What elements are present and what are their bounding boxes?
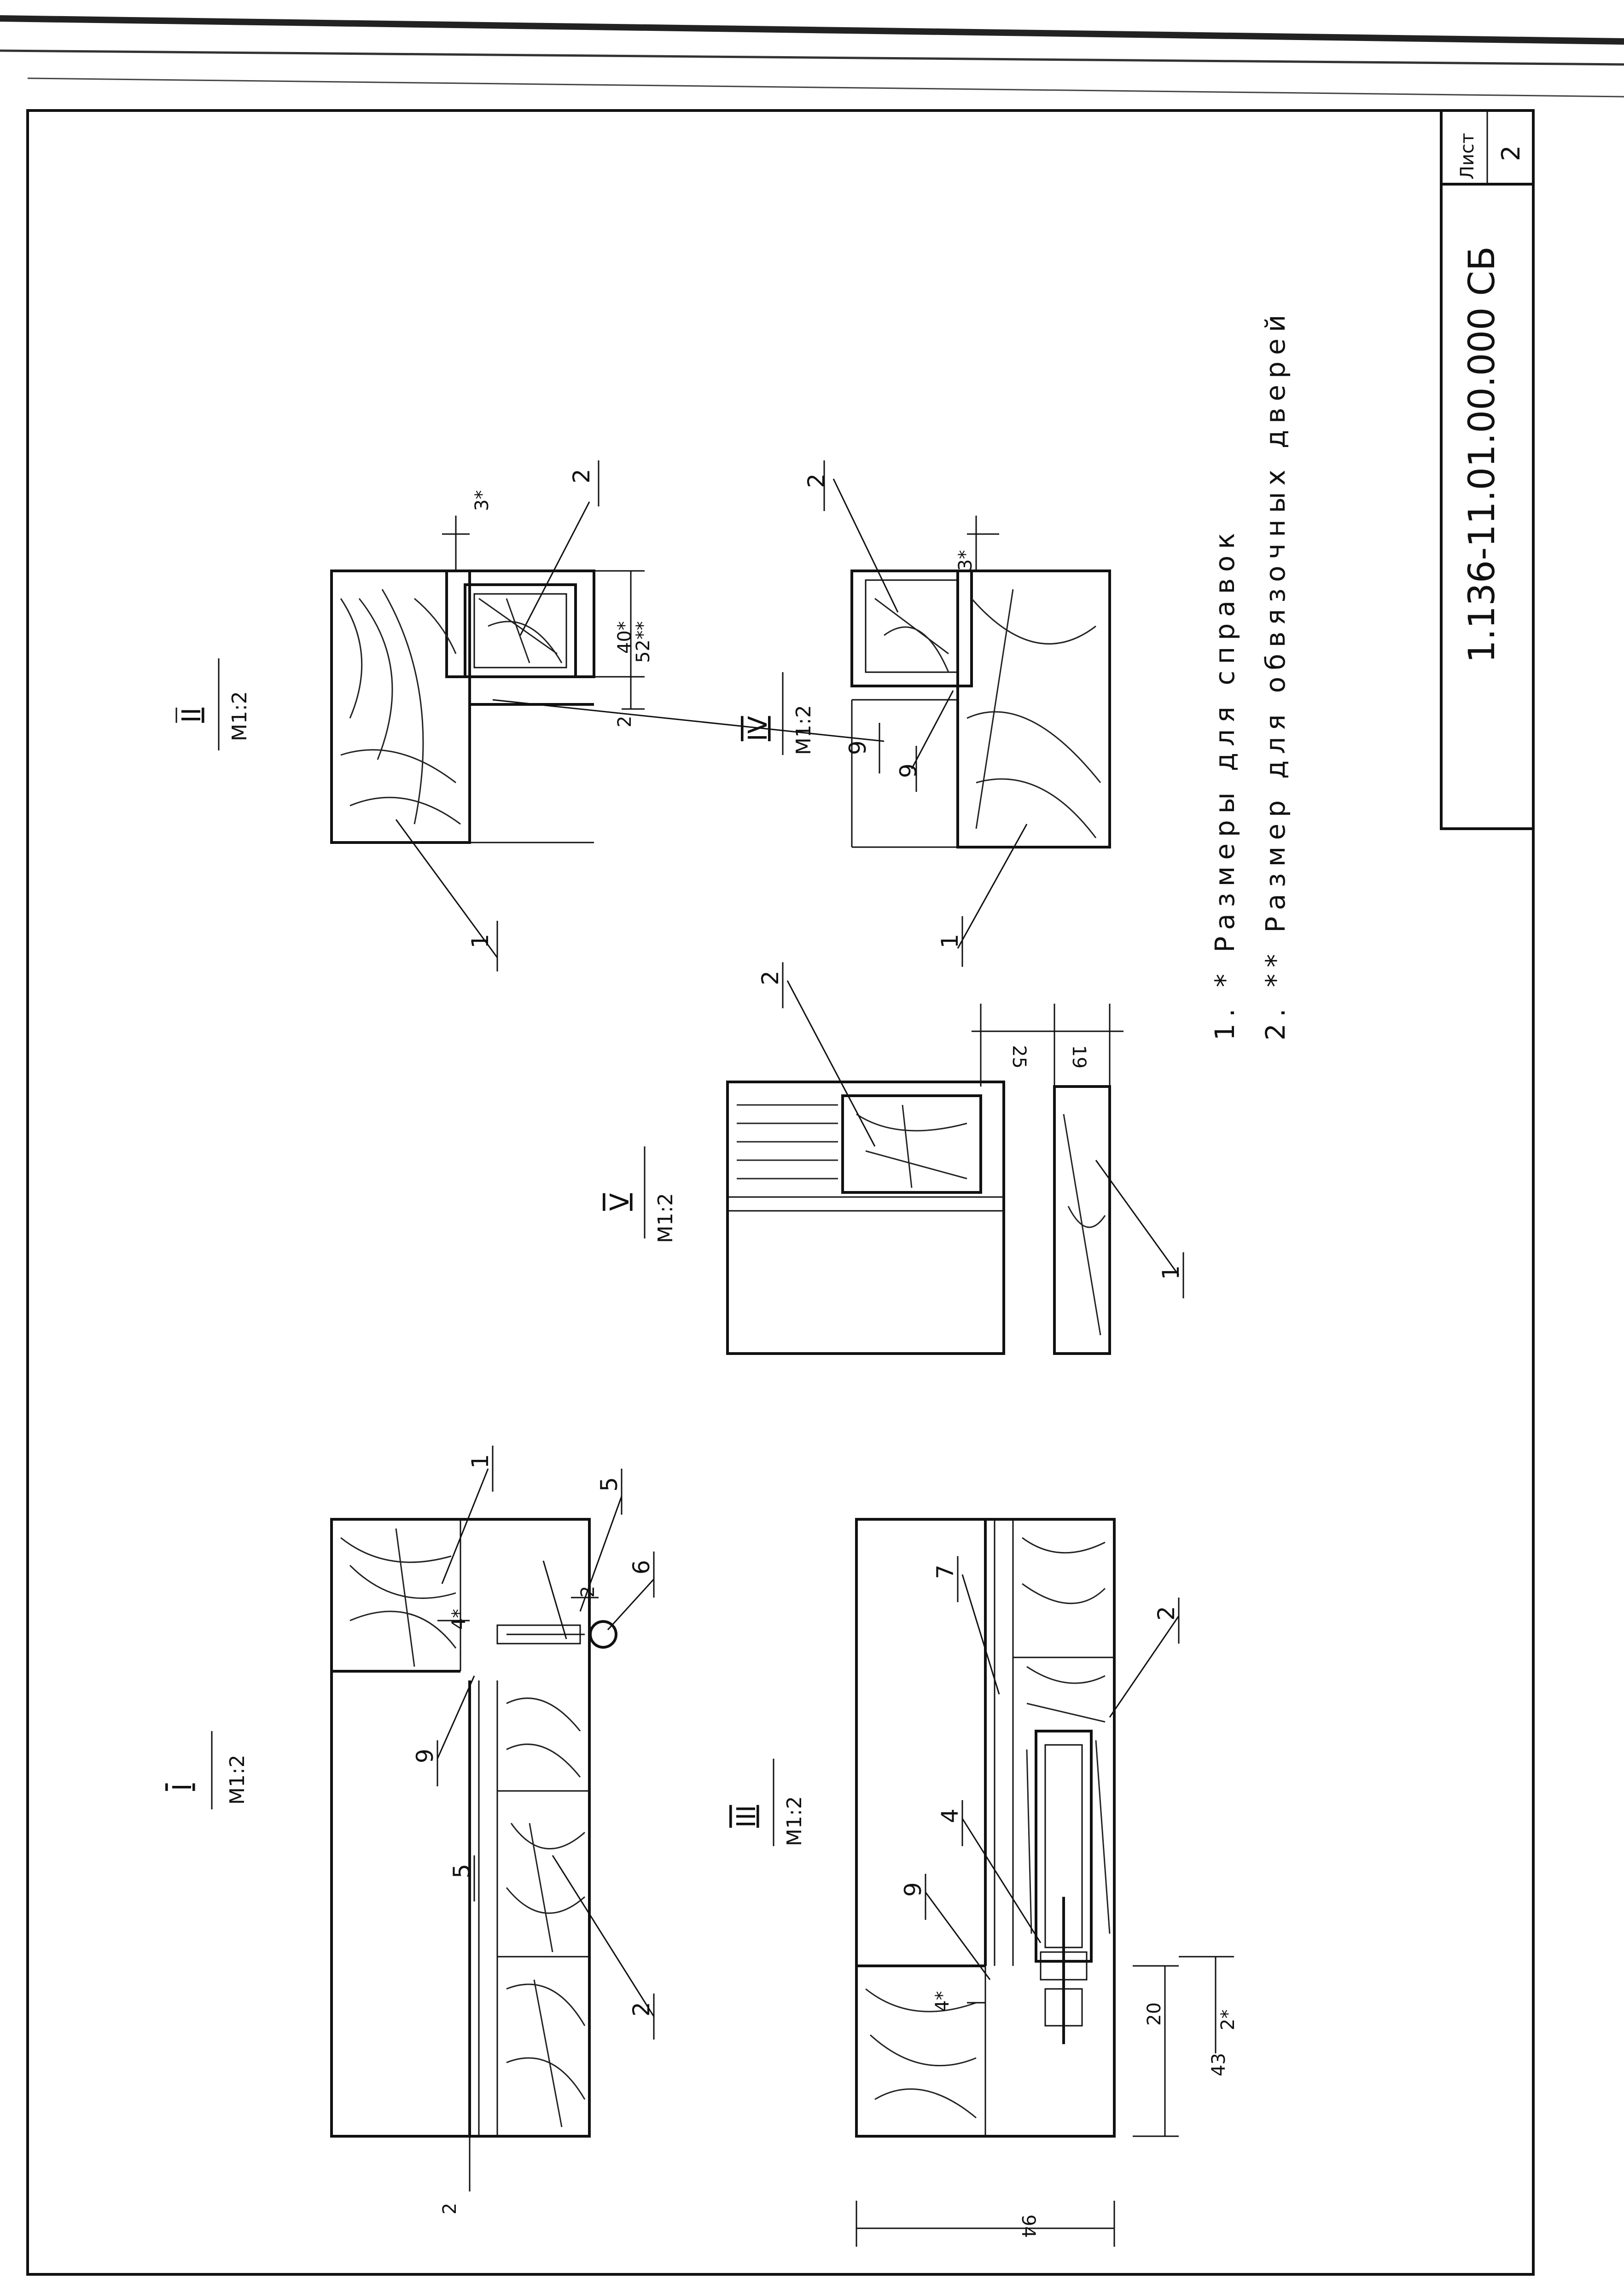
section-III: III М1:2 (732, 1518, 1239, 2247)
callout-III-2: 2 (1153, 1606, 1180, 1621)
section-II: II М1:2 (177, 460, 885, 971)
dim-III-43: 43 (1208, 2053, 1229, 2076)
lock-mechanism (1035, 1730, 1093, 2044)
callout-I-5b: 5 (448, 1864, 475, 1878)
callout-III-7: 7 (932, 1564, 959, 1579)
dim-V-19: 19 (1068, 1045, 1089, 1069)
hinge-screw (496, 1560, 617, 1649)
callout-II-2: 2 (568, 469, 595, 483)
dim-III-94: 94 (1018, 2214, 1039, 2238)
callout-IV-2: 2 (803, 473, 830, 488)
callout-I-5a: 5 (596, 1477, 623, 1492)
dim-II-3: 3* (471, 490, 493, 511)
callout-III-9: 9 (900, 1882, 926, 1897)
sheet-label: Лист (1457, 133, 1478, 180)
section-II-title: II М1:2 (177, 658, 251, 750)
section-IV-title: IV М1:2 (743, 672, 815, 755)
section-I-scale: М1:2 (226, 1755, 249, 1805)
frame-member-1 (330, 570, 471, 844)
notes: 1. * Размеры для справок 2. ** Размер дл… (1209, 308, 1291, 1040)
section-V-title: V М1:2 (605, 1146, 677, 1243)
dim-III-2: 2* (1217, 2010, 1239, 2030)
section-I-numeral: I (168, 1783, 198, 1791)
section-V-numeral: V (605, 1193, 635, 1211)
dim-I-2b: 2 (439, 2203, 460, 2214)
drawing-number: 1.136-11.01.00.000 СБ (1461, 246, 1503, 663)
callout-I-6: 6 (628, 1560, 655, 1575)
sheet-frame (0, 15, 1624, 2276)
section-IV-scale: М1:2 (792, 705, 815, 755)
callout-II-9: 9 (844, 740, 871, 755)
callout-III-4: 4 (937, 1808, 963, 1823)
callout-IV-9: 9 (895, 763, 922, 778)
dim-III-4: 4* (932, 1991, 953, 2012)
title-block: Лист 2 1.136-11.01.00.000 СБ (1440, 109, 1535, 830)
note-2: 2. ** Размер для обвязочных дверей (1260, 308, 1291, 1040)
dim-I-4: 4* (448, 1609, 470, 1630)
section-I: I М1:2 (168, 1446, 655, 2214)
section-IV-numeral: IV (743, 716, 773, 741)
dim-II-40: 40* (614, 621, 635, 654)
section-II-numeral: II (177, 708, 207, 723)
dim-II-52: 52** (633, 621, 654, 663)
section-III-scale: М1:2 (783, 1796, 806, 1846)
note-1: 1. * Размеры для справок (1209, 527, 1240, 1040)
section-II-scale: М1:2 (228, 691, 251, 741)
section-III-title: III М1:2 (732, 1759, 806, 1846)
callout-I-2: 2 (628, 2002, 655, 2017)
callout-V-1: 1 (1158, 1265, 1184, 1280)
section-V-scale: М1:2 (654, 1193, 677, 1243)
callout-V-2: 2 (757, 971, 784, 985)
dim-II-2: 2 (614, 716, 635, 727)
sheet-number: 2 (1496, 145, 1525, 161)
section-III-numeral: III (732, 1805, 762, 1828)
section-I-title: I М1:2 (168, 1731, 249, 1809)
callout-I-9: 9 (412, 1749, 438, 1763)
section-IV: IV М1:2 3* (743, 460, 1111, 967)
dim-IV-3: 3* (955, 550, 976, 571)
callout-II-1: 1 (467, 934, 494, 948)
dim-V-25: 25 (1008, 1045, 1030, 1069)
callout-IV-1: 1 (937, 934, 963, 948)
section-V: V М1:2 25 19 (605, 962, 1184, 1355)
dim-III-20: 20 (1144, 2002, 1165, 2026)
callout-I-1: 1 (467, 1454, 494, 1469)
